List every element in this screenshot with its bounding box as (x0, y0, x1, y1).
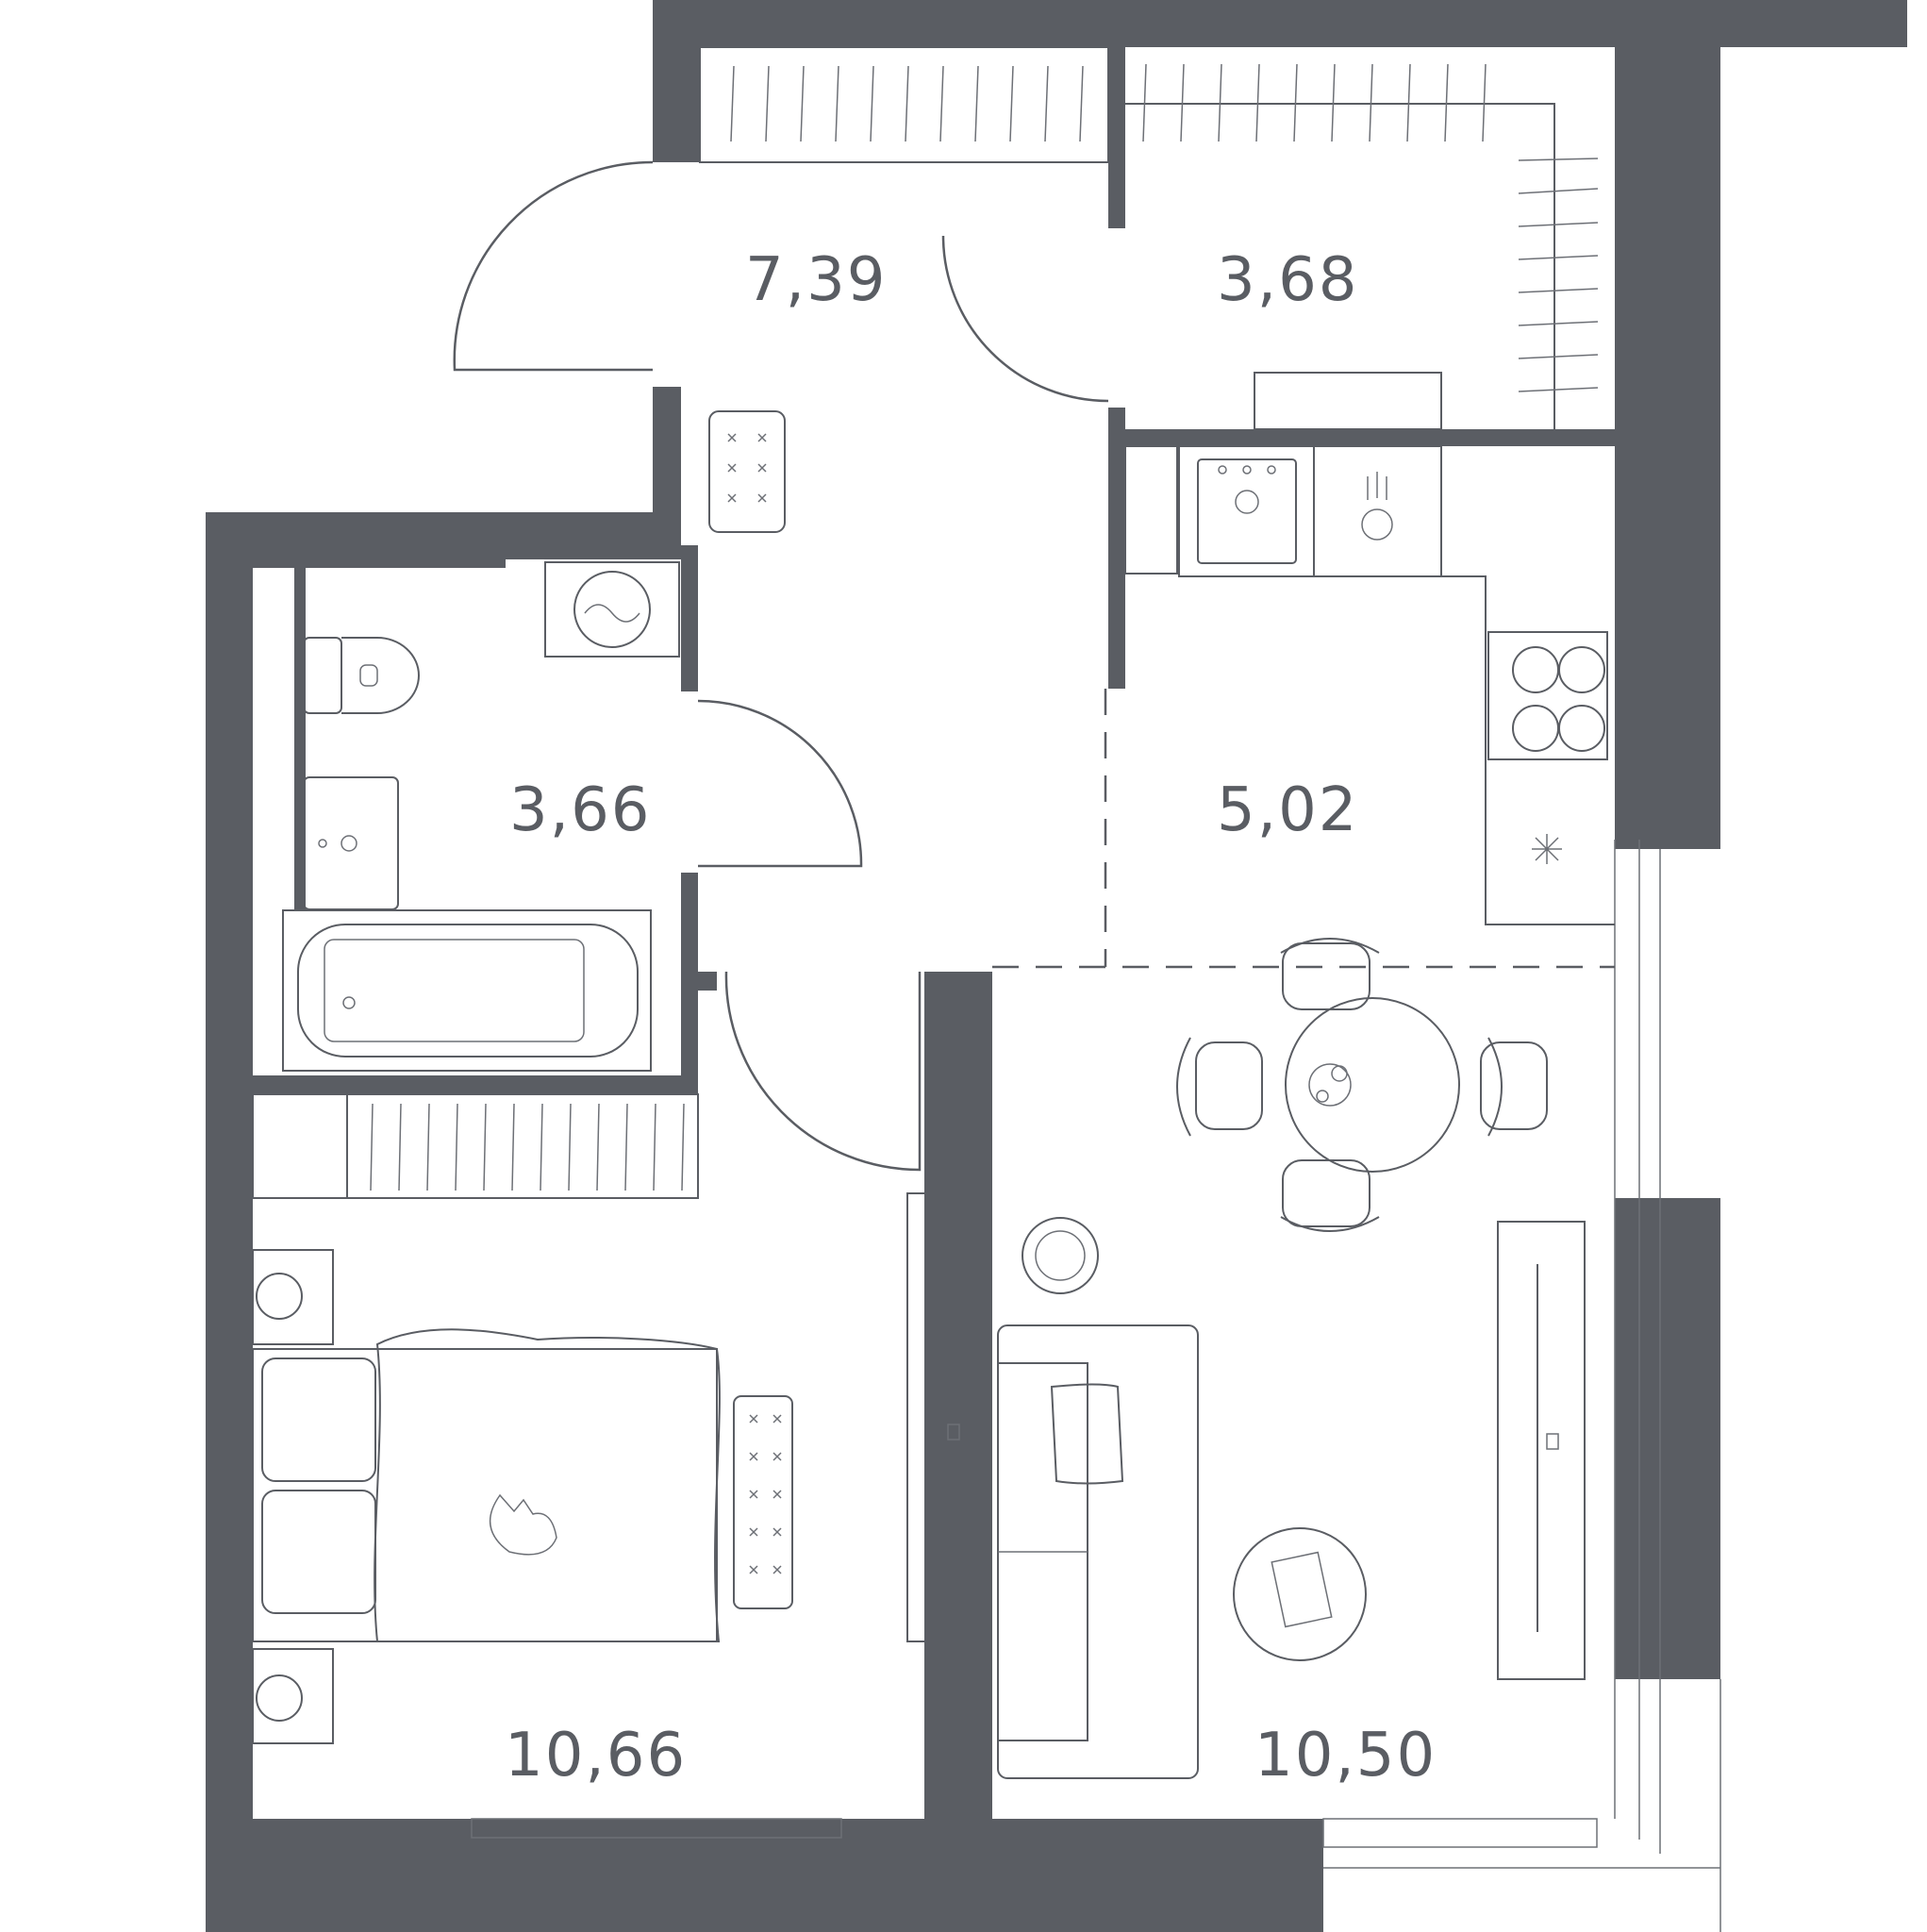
tv-unit-icon (1497, 1221, 1586, 1680)
sink-icon (1197, 458, 1297, 564)
hall-rug (708, 410, 786, 533)
nightstand-icon (252, 1249, 334, 1744)
plant-icon (1308, 1063, 1352, 1107)
wardrobe-shelves (1125, 63, 1599, 430)
kitchen-zone-divider (992, 689, 1615, 969)
hall-area: 7,39 (745, 245, 888, 315)
bedroom-area: 10,66 (505, 1721, 687, 1790)
bathroom-area: 3,66 (509, 775, 652, 845)
bedroom-wardrobe (252, 1093, 699, 1199)
hall-shoe-cabinet (699, 46, 1109, 163)
living-area: 10,50 (1254, 1721, 1437, 1790)
bedroom-door-icon (724, 971, 922, 1172)
dining-table-icon (1176, 938, 1548, 1232)
bathtub-icon (282, 909, 652, 1072)
cat-icon (489, 1493, 557, 1556)
entrance-door-icon (453, 160, 654, 372)
walls (206, 0, 1907, 1932)
bench-icon (733, 1395, 793, 1609)
wardrobe-door-icon (941, 235, 1109, 403)
sofa-icon (997, 1324, 1199, 1779)
kitchen-area: 5,02 (1217, 775, 1359, 845)
area-labels: 7,39 3,68 3,66 5,02 10,66 10,50 (505, 245, 1437, 1790)
bathroom-door-icon (697, 699, 863, 868)
washing-machine-icon (544, 561, 680, 658)
doors (453, 160, 1109, 1172)
armchair-icon (1022, 1217, 1099, 1294)
tv-unit-icon (906, 1192, 960, 1642)
bathroom-fixtures (282, 561, 680, 1072)
wardrobe-area: 3,68 (1217, 245, 1359, 315)
kitchen-units (1124, 445, 1615, 925)
coffee-table-icon (1233, 1527, 1367, 1661)
toilet-icon (303, 637, 420, 714)
windows (471, 840, 1721, 1932)
stove-icon (1487, 631, 1608, 760)
living-furniture (997, 1217, 1586, 1779)
sink-icon (303, 776, 399, 910)
bed-icon (252, 1192, 960, 1744)
